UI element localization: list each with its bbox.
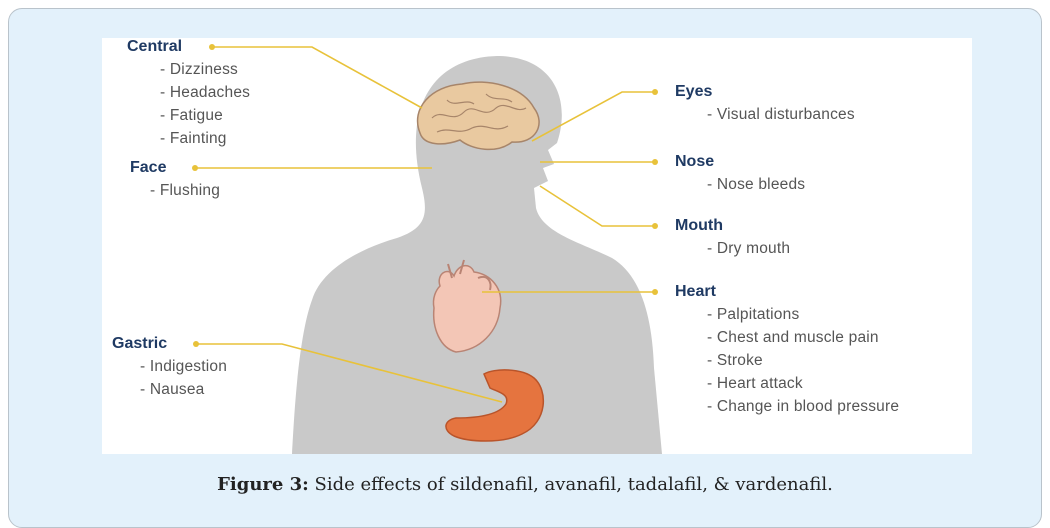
eyes-dot bbox=[652, 89, 658, 95]
heart-item: - Palpitations bbox=[707, 303, 899, 326]
caption-text: Side effects of sildenafil, avanafil, ta… bbox=[315, 474, 833, 495]
mouth-leader-line bbox=[540, 186, 655, 226]
mouth-item: - Dry mouth bbox=[707, 237, 790, 260]
heart-item: - Heart attack bbox=[707, 372, 899, 395]
nose-item: - Nose bleeds bbox=[707, 173, 805, 196]
mouth-group: Mouth - Dry mouth bbox=[675, 215, 790, 260]
face-item: - Flushing bbox=[150, 179, 220, 202]
face-heading: Face bbox=[130, 157, 220, 179]
eyes-heading: Eyes bbox=[675, 81, 855, 103]
central-item: - Fainting bbox=[160, 127, 250, 150]
heart-dot bbox=[652, 289, 658, 295]
caption-label: Figure 3: bbox=[217, 474, 309, 495]
nose-group: Nose - Nose bleeds bbox=[675, 151, 805, 196]
central-item: - Fatigue bbox=[160, 104, 250, 127]
heart-item: - Chest and muscle pain bbox=[707, 326, 899, 349]
eyes-group: Eyes - Visual disturbances bbox=[675, 81, 855, 126]
central-group: Central - Dizziness - Headaches - Fatigu… bbox=[127, 38, 250, 150]
gastric-item: - Indigestion bbox=[140, 355, 227, 378]
nose-heading: Nose bbox=[675, 151, 805, 173]
heart-item: - Stroke bbox=[707, 349, 899, 372]
gastric-group: Gastric - Indigestion - Nausea bbox=[112, 333, 227, 401]
central-item: - Headaches bbox=[160, 81, 250, 104]
heart-group: Heart - Palpitations - Chest and muscle … bbox=[675, 281, 899, 418]
gastric-heading: Gastric bbox=[112, 333, 227, 355]
face-group: Face - Flushing bbox=[130, 157, 220, 202]
mouth-dot bbox=[652, 223, 658, 229]
side-effects-diagram: Central - Dizziness - Headaches - Fatigu… bbox=[102, 38, 972, 454]
central-item: - Dizziness bbox=[160, 58, 250, 81]
figure-caption: Figure 3: Side effects of sildenafil, av… bbox=[0, 474, 1050, 495]
nose-dot bbox=[652, 159, 658, 165]
heart-heading: Heart bbox=[675, 281, 899, 303]
eyes-item: - Visual disturbances bbox=[707, 103, 855, 126]
mouth-heading: Mouth bbox=[675, 215, 790, 237]
heart-item: - Change in blood pressure bbox=[707, 395, 899, 418]
gastric-item: - Nausea bbox=[140, 378, 227, 401]
central-heading: Central bbox=[127, 38, 250, 58]
